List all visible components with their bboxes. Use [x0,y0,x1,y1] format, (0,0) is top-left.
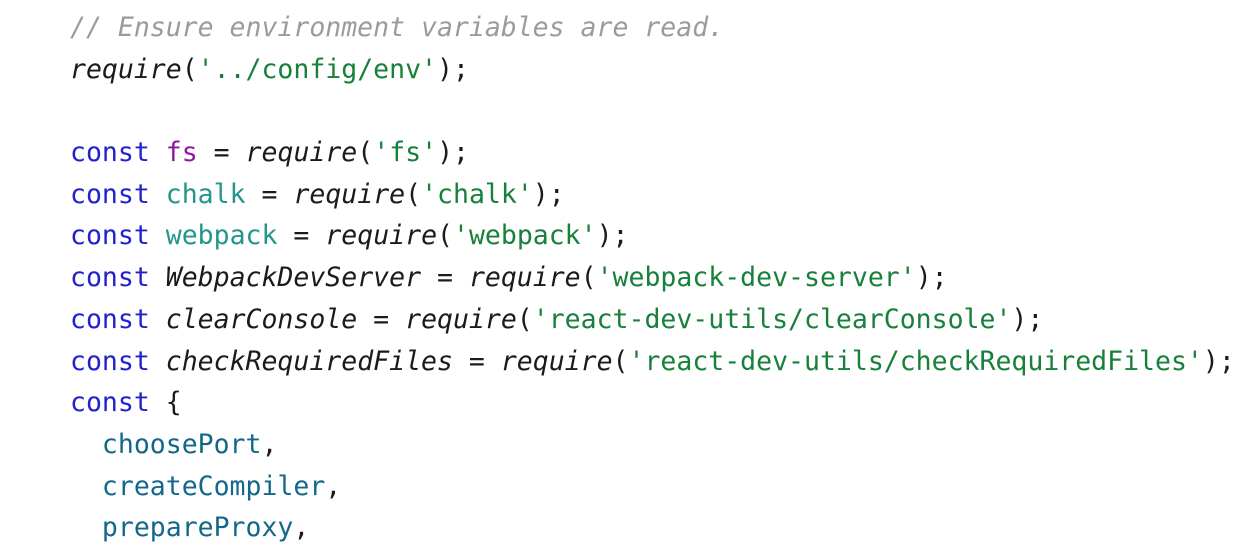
code-token: const [70,387,150,419]
code-token: require [70,53,182,85]
code-token: = [437,262,453,294]
code-token: require [405,303,517,335]
code-token [70,512,102,543]
code-line[interactable]: const checkRequiredFiles = require('reac… [0,341,1248,383]
code-token: = [261,178,278,210]
code-line[interactable]: const chalk = require('chalk'); [0,174,1248,216]
code-line[interactable]: const fs = require('fs'); [0,132,1248,174]
code-token [150,137,166,168]
code-token: , [261,428,278,460]
code-token [453,262,469,293]
code-token: ); [596,220,629,252]
code-token: prepareProxy [101,512,294,544]
code-token: { [165,387,182,419]
code-token: = [213,137,230,169]
code-token: chalk [165,178,246,210]
code-line[interactable]: const webpack = require('webpack'); [0,215,1248,257]
code-token [150,387,166,418]
code-token: webpack [165,220,278,252]
code-line[interactable]: require('../config/env'); [0,49,1248,91]
code-token [389,304,405,335]
code-token: ); [1202,345,1235,377]
code-token: WebpackDevServer [165,262,422,294]
code-token: const [70,345,150,377]
code-token [198,137,214,168]
code-token [421,262,437,293]
code-token: // Ensure environment variables are read… [70,12,725,43]
code-line[interactable]: // Ensure environment variables are read… [0,7,1248,49]
code-line[interactable]: const { [0,382,1248,424]
code-token [150,304,166,335]
code-token: 'chalk' [421,178,533,210]
code-token: = [468,345,485,377]
code-token: ); [915,262,948,294]
code-token: ( [612,345,629,377]
code-token: = [293,220,310,252]
code-token [230,137,246,168]
code-token: = [373,303,390,335]
code-token: require [468,262,581,294]
code-token: require [325,220,438,252]
code-token: const [70,220,150,252]
code-line[interactable] [0,90,1248,132]
code-token: require [245,137,358,169]
code-token [70,471,102,502]
code-token [485,346,501,377]
code-token: ( [580,262,597,294]
code-token: ( [516,303,533,335]
code-token [70,429,102,460]
code-token: require [293,178,406,210]
code-token: choosePort [101,428,262,460]
code-token: ( [437,220,453,252]
code-token: ( [357,137,374,169]
code-token: 'react-dev-utils/clearConsole' [532,303,1012,335]
code-token: const [70,178,150,210]
code-token: ); [437,137,469,169]
code-token: 'webpack-dev-server' [596,262,916,294]
code-line[interactable]: prepareProxy, [0,507,1248,549]
code-token [277,179,293,210]
code-token [453,346,469,377]
code-line[interactable]: choosePort, [0,424,1248,466]
code-token: , [293,512,310,544]
code-line[interactable]: const WebpackDevServer = require('webpac… [0,257,1248,299]
code-token [150,346,166,377]
code-token: const [70,303,150,335]
code-token: ); [532,178,565,210]
code-token: const [70,137,150,169]
code-token [277,220,293,251]
code-lines-container[interactable]: // Ensure environment variables are read… [0,7,1248,549]
code-token [150,179,166,210]
code-token: checkRequiredFiles [165,345,453,377]
code-token: 'webpack' [453,220,597,252]
code-token [150,262,166,293]
code-token: 'react-dev-utils/checkRequiredFiles' [628,345,1203,377]
code-token [150,220,166,251]
code-token: ( [181,53,198,85]
code-token: require [500,345,613,377]
code-token: '../config/env' [197,53,437,85]
code-token: ); [1011,303,1044,335]
code-token: ); [436,53,469,85]
code-token: createCompiler [101,470,326,502]
code-token [246,179,262,210]
code-token: fs [165,137,198,169]
code-token: const [70,262,150,294]
code-token [357,304,373,335]
code-token: 'fs' [373,137,438,169]
code-line[interactable]: createCompiler, [0,466,1248,508]
code-token: ( [405,178,422,210]
code-line[interactable]: const clearConsole = require('react-dev-… [0,299,1248,341]
code-token: , [325,470,342,502]
code-token [309,220,325,251]
code-token: clearConsole [165,303,358,335]
